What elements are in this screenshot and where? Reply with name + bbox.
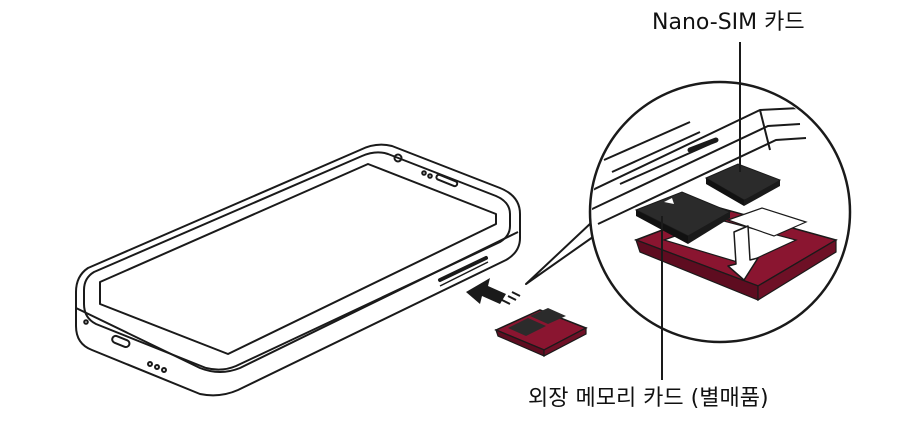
front-camera-icon (393, 153, 403, 163)
small-card-tray (494, 308, 588, 357)
nano-sim-label: Nano-SIM 카드 (652, 10, 805, 35)
arrow-down-icon (727, 225, 759, 281)
side-slot (438, 256, 488, 282)
phone (75, 143, 521, 397)
phone-front-bezel (83, 151, 511, 371)
leader-lines (661, 42, 741, 380)
sensor-dot-2 (427, 173, 433, 179)
phone-side-edge (75, 231, 519, 373)
usb-port (111, 334, 131, 349)
phone-outer-body (75, 143, 521, 397)
sensor-dot-1 (421, 170, 427, 176)
speaker-hole-1 (147, 361, 153, 367)
earpiece-speaker (435, 173, 459, 188)
memory-card-label: 외장 메모리 카드 (별매품) (528, 386, 769, 411)
magnifier-callout (525, 80, 852, 344)
speaker-hole-2 (154, 364, 160, 370)
phone-screen (99, 163, 497, 355)
mic-hole (83, 319, 89, 325)
callout-pointer (525, 221, 601, 285)
speaker-hole-3 (161, 367, 167, 373)
arrow-left-up-icon (466, 278, 521, 305)
